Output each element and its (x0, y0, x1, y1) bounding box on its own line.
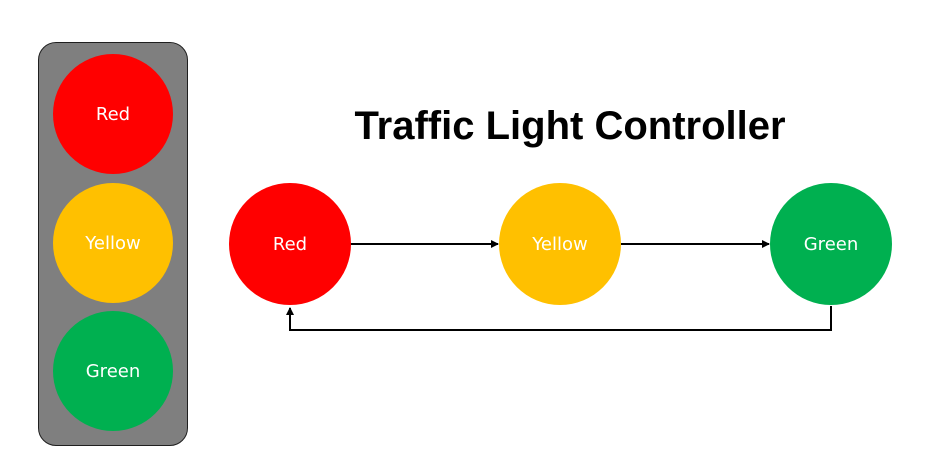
lamp-yellow: Yellow (53, 183, 173, 303)
traffic-light-housing: Red Yellow Green (38, 42, 188, 446)
state-red-label: Red (272, 233, 308, 255)
lamp-red-label: Red (95, 103, 131, 125)
lamp-red: Red (53, 54, 173, 174)
state-green-label: Green (803, 233, 859, 255)
lamp-green: Green (53, 311, 173, 431)
lamp-yellow-label: Yellow (85, 232, 141, 254)
diagram-title: Traffic Light Controller (354, 104, 786, 148)
arrow-green-to-red (286, 306, 832, 331)
state-yellow-label: Yellow (532, 233, 588, 255)
lamp-green-label: Green (85, 360, 141, 382)
state-yellow: Yellow (499, 183, 621, 305)
state-red: Red (229, 183, 351, 305)
state-green: Green (770, 183, 892, 305)
